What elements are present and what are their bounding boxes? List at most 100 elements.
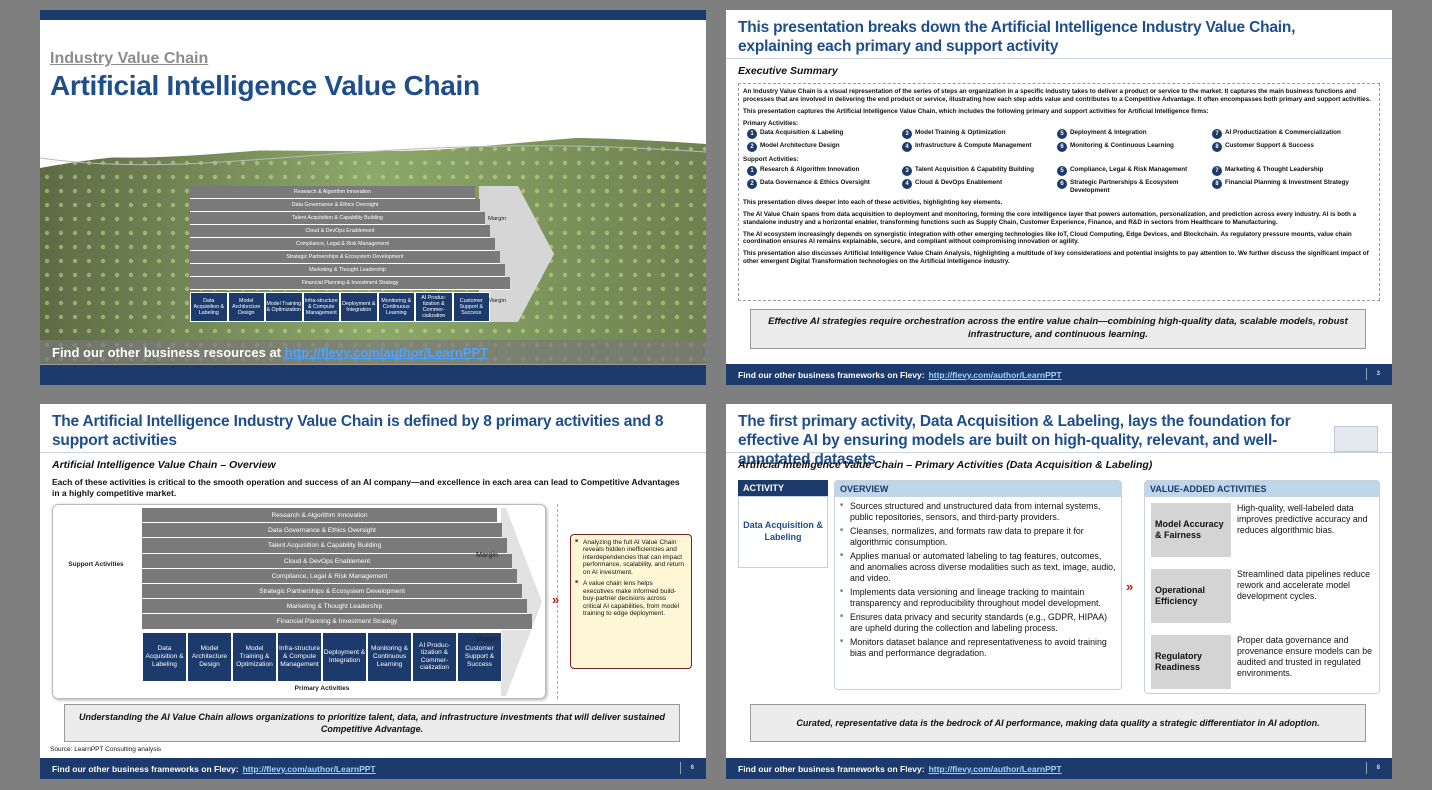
slide-data-acquisition[interactable]: The first primary activity, Data Acquisi… xyxy=(726,404,1392,779)
support-activity-bar: Research & Algorithm Innovation xyxy=(142,508,497,524)
chevron-right-icon: » xyxy=(552,592,560,607)
footer-link[interactable]: http://flevy.com/author/LearnPPT xyxy=(928,369,1062,380)
callout-box: Curated, representative data is the bedr… xyxy=(750,704,1366,742)
value-row: Regulatory Readiness Proper data governa… xyxy=(1151,635,1375,689)
callout-box: Understanding the AI Value Chain allows … xyxy=(64,704,680,742)
value-text: Streamlined data pipelines reduce rework… xyxy=(1237,569,1371,601)
source-note: Source: LearnPPT Consulting analysis xyxy=(50,746,162,753)
diagram-frame xyxy=(52,504,546,699)
footer-link[interactable]: http://flevy.com/author/LearnPPT xyxy=(928,763,1062,774)
primary-activity-box: Infra-structure & Compute Management xyxy=(277,631,322,682)
support-activity-bar: Data Governance & Ethics Oversight xyxy=(190,199,480,212)
number-badge: 1 xyxy=(747,129,757,140)
activity-list-label: Infrastructure & Compute Management xyxy=(915,142,1032,150)
bottom-bar xyxy=(40,365,706,385)
activity-list-label: AI Productization & Commercialization xyxy=(1225,129,1341,137)
slide-subtitle: Executive Summary xyxy=(738,65,838,77)
activity-list-label: Financial Planning & Investment Strategy xyxy=(1225,179,1349,187)
number-badge: 4 xyxy=(902,179,912,190)
margin-label: Margin xyxy=(476,550,498,559)
cover-resources-link[interactable]: http://flevy.com/author/LearnPPT xyxy=(284,345,489,360)
primary-activity-box: Data Acquisition & Labeling xyxy=(142,631,187,682)
activity-list-label: Model Architecture Design xyxy=(760,142,840,150)
support-activity-bar: Compliance, Legal & Risk Management xyxy=(190,238,495,251)
number-badge: 8 xyxy=(1212,179,1222,190)
value-added-panel: VALUE-ADDED ACTIVITIES Model Accuracy & … xyxy=(1144,480,1380,694)
support-activity-bar: Talent Acquisition & Capability Building xyxy=(142,538,507,554)
slide-cover[interactable]: Industry Value Chain Artificial Intellig… xyxy=(40,10,706,385)
primary-activity-box: AI Produc-tization & Commer-cialization xyxy=(415,292,453,322)
number-badge: 2 xyxy=(747,179,757,190)
primary-activity-box: Customer Support & Success xyxy=(452,292,490,322)
margin-label: Margin xyxy=(488,298,507,304)
summary-box: An Industry Value Chain is a visual repr… xyxy=(738,83,1380,301)
support-activity-bar: Compliance, Legal & Risk Management xyxy=(142,568,517,584)
value-label: Model Accuracy & Fairness xyxy=(1151,503,1231,557)
support-activity-bar: Talent Acquisition & Capability Building xyxy=(190,212,485,225)
summary-paragraph: This presentation also discusses Artific… xyxy=(743,250,1369,266)
slide-value-chain-overview[interactable]: The Artificial Intelligence Industry Val… xyxy=(40,404,706,779)
page-number: 8 xyxy=(1365,762,1380,774)
number-badge: 2 xyxy=(747,142,757,153)
page-number: 3 xyxy=(1365,368,1380,380)
primary-heading: Primary Activities: xyxy=(743,119,799,127)
number-badge: 8 xyxy=(1212,142,1222,153)
number-badge: 7 xyxy=(1212,166,1222,177)
primary-activities-label: Primary Activities xyxy=(294,685,350,692)
number-badge: 7 xyxy=(1212,129,1222,140)
activity-list-label: Deployment & Integration xyxy=(1070,129,1147,137)
primary-activity-box: Customer Support & Success xyxy=(457,631,502,682)
activity-list-label: Marketing & Thought Leadership xyxy=(1225,166,1324,174)
number-badge: 5 xyxy=(1057,166,1067,177)
summary-paragraph: An Industry Value Chain is a visual repr… xyxy=(743,88,1371,103)
title-rule xyxy=(40,452,706,453)
support-activity-bar: Cloud & DevOps Enablement xyxy=(190,225,490,238)
primary-activity-box: AI Produc-tization & Commer-cialization xyxy=(412,631,457,682)
callout-box: Effective AI strategies require orchestr… xyxy=(750,309,1366,349)
number-badge: 5 xyxy=(1057,129,1067,140)
slide-footer: Find our other business frameworks on Fl… xyxy=(726,758,1392,779)
activity-list-label: Data Acquisition & Labeling xyxy=(760,129,844,137)
number-badge: 6 xyxy=(1057,179,1067,190)
value-label: Operational Efficiency xyxy=(1151,569,1231,623)
support-activities-label: Support Activities xyxy=(68,560,124,568)
overview-panel: OVERVIEW Sources structured and unstruct… xyxy=(834,480,1122,690)
value-label: Regulatory Readiness xyxy=(1151,635,1231,689)
slide-executive-summary[interactable]: This presentation breaks down the Artifi… xyxy=(726,10,1392,385)
slide-title: The Artificial Intelligence Industry Val… xyxy=(52,413,664,449)
overview-item: Cleanses, normalizes, and formats raw da… xyxy=(839,526,1117,548)
chevron-right-icon: » xyxy=(1126,579,1134,594)
number-badge: 4 xyxy=(902,142,912,153)
summary-paragraph: The AI ecosystem increasingly depends on… xyxy=(743,230,1352,246)
support-activity-bar: Data Governance & Ethics Oversight xyxy=(142,523,502,539)
activity-list-label: Cloud & DevOps Enablement xyxy=(915,179,1003,187)
overview-item: Implements data versioning and lineage t… xyxy=(839,587,1117,609)
page-number: 6 xyxy=(679,762,694,774)
margin-label: Margin xyxy=(476,634,498,643)
slide-footer: Find our other business frameworks on Fl… xyxy=(726,364,1392,385)
summary-paragraph: This presentation captures the Artificia… xyxy=(743,107,1209,115)
support-activity-bar: Strategic Partnerships & Ecosystem Devel… xyxy=(142,584,522,600)
support-activity-bar: Financial Planning & Investment Strategy xyxy=(190,277,510,290)
value-text: Proper data governance and provenance en… xyxy=(1237,635,1372,678)
activity-header: ACTIVITY xyxy=(738,480,828,496)
footer-link[interactable]: http://flevy.com/author/LearnPPT xyxy=(242,763,376,774)
support-activity-bar: Strategic Partnerships & Ecosystem Devel… xyxy=(190,251,500,264)
divider xyxy=(557,504,558,699)
note-item: A value chain lens helps executives make… xyxy=(575,580,685,617)
activity-name: Data Acquisition & Labeling xyxy=(738,496,828,568)
slide-footer: Find our other business frameworks on Fl… xyxy=(40,758,706,779)
